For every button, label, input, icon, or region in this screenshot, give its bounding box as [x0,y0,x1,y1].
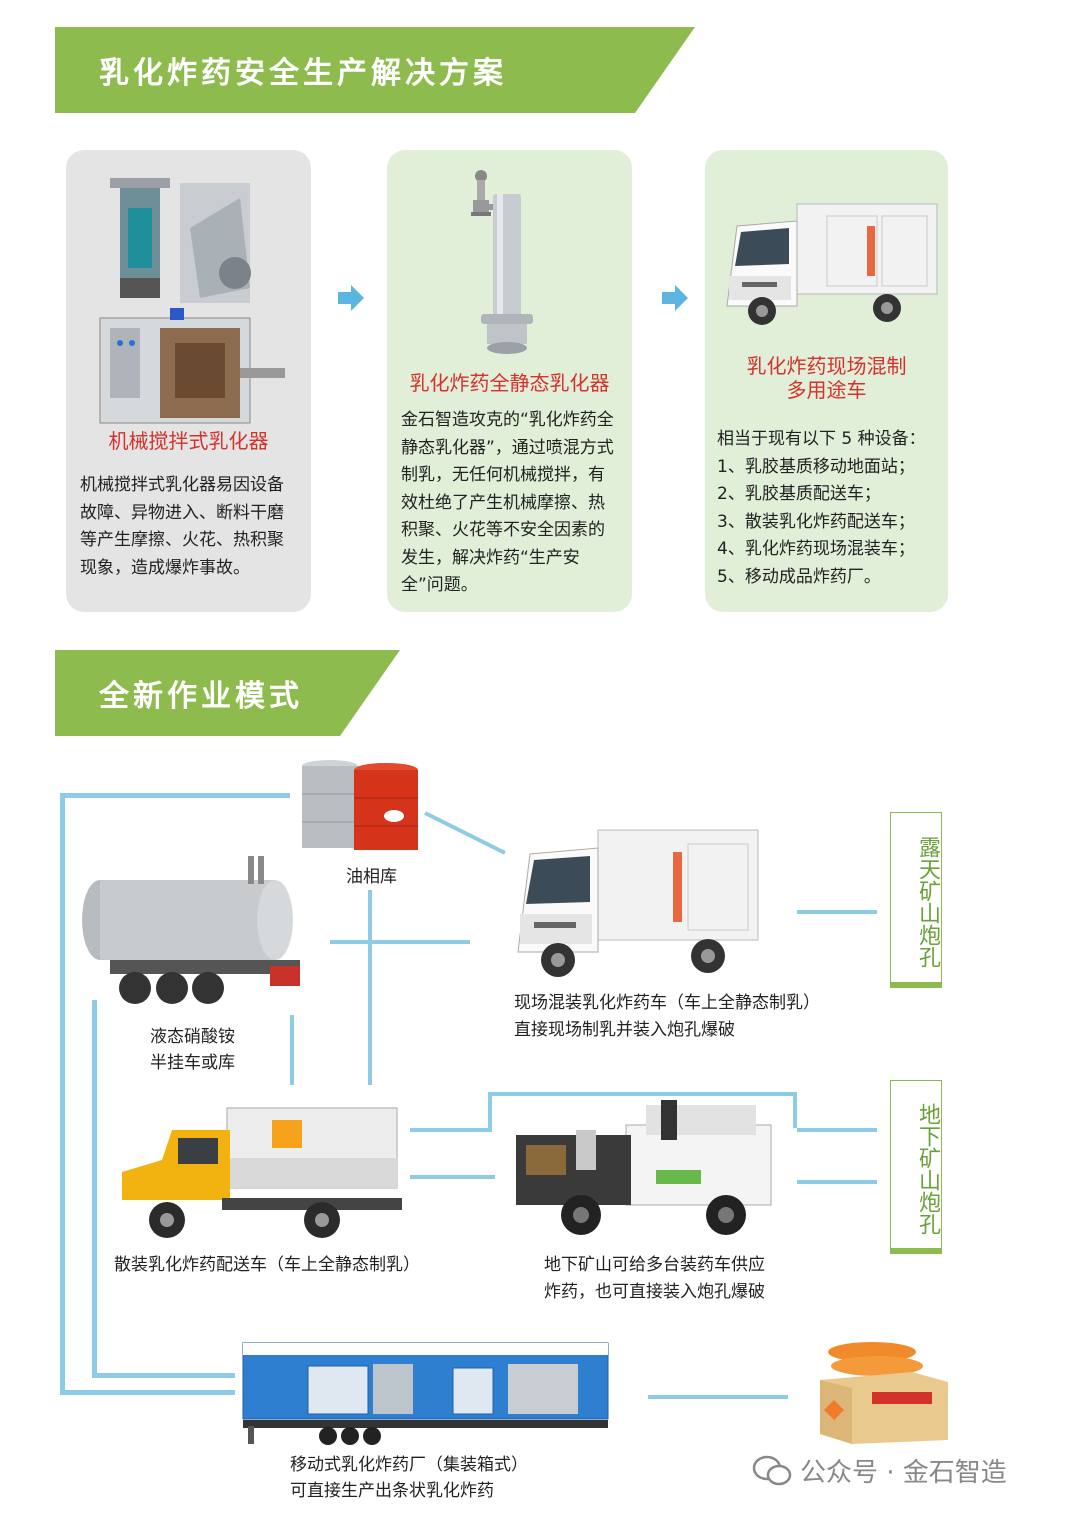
tanker-label-line2: 半挂车或库 [150,1053,235,1073]
equipment-item: 5、移动成品炸药厂。 [717,566,881,587]
packaged-explosive-box-image [820,1342,948,1444]
mobile-factory-container-image [242,1342,609,1445]
oil-depot-label: 油相库 [346,867,397,887]
flow-line [410,1128,492,1132]
underground-label-line2: 炸药，也可直接装入炮孔爆破 [544,1282,765,1302]
arrow-right-icon [338,285,364,311]
flow-line [60,1390,235,1395]
card-mechanical-emulsifier: 机械搅拌式乳化器 机械搅拌式乳化器易因设备故障、异物进入、断料干磨等产生摩擦、火… [66,150,311,612]
tanker-label-line1: 液态硝酸铵 [150,1027,235,1047]
wechat-icon [752,1455,792,1485]
card-title: 乳化炸药全静态乳化器 [409,371,610,395]
flow-line [797,910,877,914]
card-multipurpose-truck: 乳化炸药现场混制 多用途车 相当于现有以下 5 种设备： 1、乳胶基质移动地面站… [705,150,948,612]
static-emulsifier-image [471,170,533,354]
card-title-line2: 多用途车 [786,378,867,402]
card-description: 金石智造攻克的“乳化炸药全静态乳化器”，通过喷混方式制乳，无任何机械搅拌，有效杜… [401,410,614,595]
flow-line [648,1395,788,1399]
bulk-delivery-truck-image [122,1107,402,1238]
flow-line [797,1180,877,1184]
flow-line [290,1015,294,1085]
card-title: 机械搅拌式乳化器 [108,429,269,453]
equipment-item: 4、乳化炸药现场混装车； [717,539,915,559]
card-static-emulsifier: 乳化炸药全静态乳化器 金石智造攻克的“乳化炸药全静态乳化器”，通过喷混方式制乳，… [387,150,632,612]
flow-line [60,793,290,798]
mobile-factory-label-line1: 移动式乳化炸药厂（集装箱式） [290,1455,528,1475]
card-description: 机械搅拌式乳化器易因设备故障、异物进入、断料干磨等产生摩擦、火花、热积聚现象，造… [80,475,284,578]
equipment-item: 1、乳胶基质移动地面站； [717,456,915,477]
flow-line [330,940,470,944]
flow-line [410,1175,495,1179]
equipment-item: 3、散装乳化炸药配送车； [717,511,915,532]
site-mixing-truck-image [517,829,759,977]
arrow-right-icon [662,285,688,311]
section-title: 乳化炸药安全生产解决方案 [99,56,507,91]
flow-line [488,1092,492,1132]
target-open-pit: 露天矿山炮孔 [890,812,942,988]
flow-line [92,1373,235,1378]
underground-label-line1: 地下矿山可给多台装药车供应 [544,1255,765,1275]
flow-line [488,1092,793,1096]
section-title: 全新作业模式 [99,679,303,714]
flow-line [368,890,372,1085]
site-truck-label-line1: 现场混装乳化炸药车（车上全静态制乳） [514,993,820,1013]
flow-line [60,793,65,1395]
watermark-text: 公众号 · 金石智造 [800,1458,1007,1488]
site-truck-label-line2: 直接现场制乳并装入炮孔爆破 [514,1020,735,1040]
watermark: 公众号 · 金石智造 [752,1452,1007,1489]
equipment-item: 2、乳胶基质配送车； [717,484,881,504]
mixing-truck-image [726,203,938,325]
flow-line [92,1000,97,1378]
target-underground: 地下矿山炮孔 [890,1080,942,1254]
oil-barrels-image [302,760,418,850]
flow-line [793,1092,797,1128]
card-title-line1: 乳化炸药现场混制 [746,354,907,378]
flow-line [797,1128,877,1132]
delivery-truck-label: 散装乳化炸药配送车（车上全静态制乳） [114,1255,420,1275]
flow-arrow-icon [424,811,506,855]
mobile-factory-label-line2: 可直接生产出条状乳化炸药 [290,1481,494,1501]
section-banner-solution: 乳化炸药安全生产解决方案 [55,27,695,113]
section-banner-mode: 全新作业模式 [55,650,400,736]
equipment-intro: 相当于现有以下 5 种设备： [717,429,926,449]
mechanical-emulsifier-image [99,178,285,424]
ammonium-nitrate-tanker-image [82,856,300,1004]
underground-charging-truck-image [516,1100,772,1235]
